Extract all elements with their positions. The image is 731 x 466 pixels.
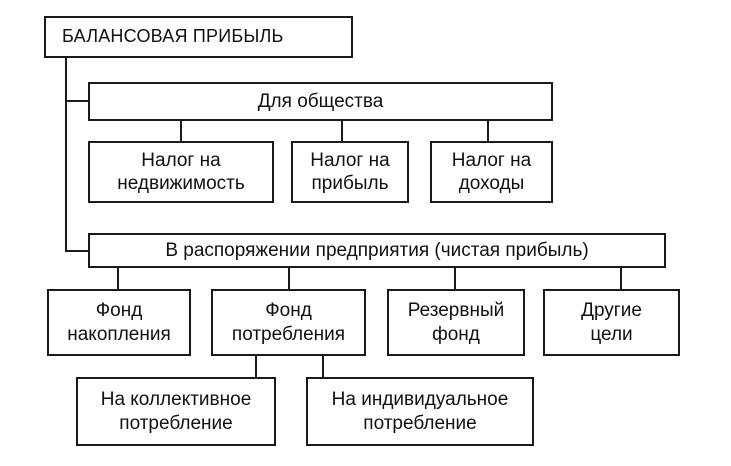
society-box: Для общества [88,82,553,121]
reserve-fund-label: Резервный фонд [407,300,505,345]
reserve-fund-box: Резервный фонд [387,289,525,356]
consumption-fund-label: Фонд потребления [231,300,346,345]
accumulation-fund-box: Фонд накопления [47,289,191,356]
root-balance-profit: БАЛАНСОВАЯ ПРИБЫЛЬ [44,16,353,58]
realty-tax-label: Налог на недвижимость [117,149,245,194]
other-goals-box: Другие цели [543,289,680,356]
individual-consumption-box: На индивидуальное потребление [306,377,534,446]
accumulation-fund-label: Фонд накопления [67,300,171,345]
realty-tax-box: Налог на недвижимость [88,141,274,203]
consumption-fund-box: Фонд потребления [211,289,366,356]
income-tax-label: Налог на доходы [451,149,532,194]
individual-consumption-label: На индивидуальное потребление [331,389,509,434]
collective-consumption-label: На коллективное потребление [100,389,252,434]
society-label: Для общества [257,90,384,112]
profit-tax-box: Налог на прибыль [291,141,409,203]
root-label: БАЛАНСОВАЯ ПРИБЫЛЬ [62,26,284,47]
collective-consumption-box: На коллективное потребление [76,377,276,446]
other-goals-label: Другие цели [581,300,642,345]
enterprise-box: В распоряжении предприятия (чистая прибы… [88,233,666,268]
income-tax-box: Налог на доходы [430,141,553,203]
profit-tax-label: Налог на прибыль [310,149,390,194]
enterprise-label: В распоряжении предприятия (чистая прибы… [165,239,589,261]
